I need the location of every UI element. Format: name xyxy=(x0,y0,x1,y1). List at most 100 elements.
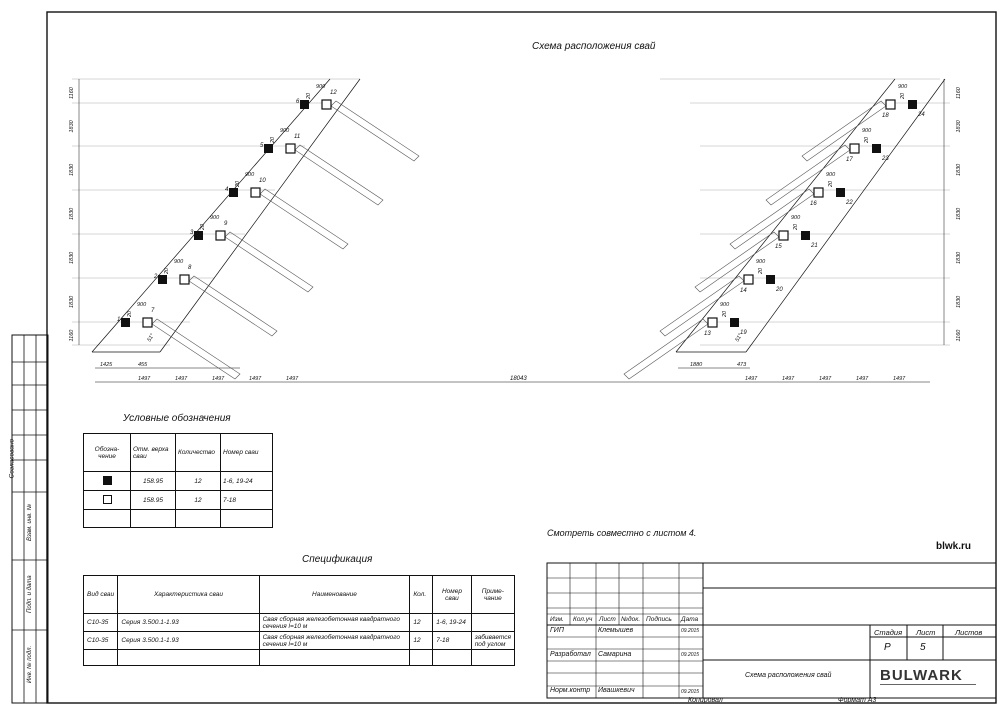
pile-filled-icon xyxy=(121,318,130,327)
vertical-dim-label: 1830 xyxy=(69,251,75,264)
center-dim-label: 18043 xyxy=(510,376,527,382)
offset-label: 20 xyxy=(793,223,799,231)
tb-date: 09.2015 xyxy=(681,628,700,634)
pile-filled-icon xyxy=(194,231,203,240)
pile-number: 5 xyxy=(260,143,264,149)
company-logo: BULWARK xyxy=(880,667,963,684)
pile-open-icon xyxy=(142,317,153,328)
offset-label: 20 xyxy=(864,136,870,144)
pile-number: 13 xyxy=(704,331,711,337)
pile-open-icon xyxy=(778,230,789,241)
pile-number: 23 xyxy=(881,156,889,162)
offset-label: 20 xyxy=(758,267,764,275)
vertical-dim-label: 1160 xyxy=(69,329,75,342)
pile-open-icon xyxy=(321,99,332,110)
spec-table: Вид сваи Характеристика сваи Наименовани… xyxy=(82,575,516,666)
inclined-pile xyxy=(729,188,815,250)
spacing-label: 900 xyxy=(756,259,766,265)
vertical-dim-label: 1830 xyxy=(956,207,962,220)
pile-filled-icon xyxy=(801,231,810,240)
extra-dim-label: 473 xyxy=(737,362,747,368)
vertical-dim-label: 1830 xyxy=(69,295,75,308)
spec-title: Спецификация xyxy=(302,554,373,565)
pile-filled-icon xyxy=(158,275,167,284)
spec-cell-qty: 12 xyxy=(409,613,434,632)
pile-filled-icon xyxy=(836,188,845,197)
vertical-dim-label: 1830 xyxy=(956,295,962,308)
grid-lines xyxy=(72,78,950,346)
bottom-dim-label: 1497 xyxy=(745,376,758,382)
tb-sheet-title: Схема расположения свай xyxy=(745,672,832,679)
pile-open-icon xyxy=(813,187,824,198)
spacing-label: 900 xyxy=(791,215,801,221)
spacing-label: 900 xyxy=(280,128,290,134)
pile-number: 7 xyxy=(151,308,155,314)
pile-number: 9 xyxy=(224,221,228,227)
tb-sheets-header: Листов xyxy=(955,628,983,637)
pile-number: 15 xyxy=(775,244,782,250)
tb-role: Разработал xyxy=(550,651,591,658)
extra-dim-label: 1425 xyxy=(100,362,113,368)
spacing-label: 900 xyxy=(898,84,908,90)
vertical-dim-label: 1160 xyxy=(956,329,962,342)
bottom-dim-label: 1497 xyxy=(138,376,151,382)
spec-header-char: Характеристика сваи xyxy=(117,575,260,614)
vertical-dim-label: 1830 xyxy=(69,119,75,132)
vertical-dim-label: 1160 xyxy=(956,86,962,99)
copied-label: Копировал xyxy=(688,697,723,704)
spacing-label: 900 xyxy=(245,172,255,178)
spacing-label: 900 xyxy=(862,128,872,134)
pile-filled-icon xyxy=(300,100,309,109)
offset-label: 20 xyxy=(235,180,241,188)
offset-label: 20 xyxy=(828,180,834,188)
spec-cell-qty: 12 xyxy=(409,631,434,650)
offset-label: 20 xyxy=(270,136,276,144)
offset-label: 20 xyxy=(722,310,728,318)
inclined-pile xyxy=(224,231,314,293)
pile-number: 12 xyxy=(330,90,337,96)
tb-col-list: Лист xyxy=(599,616,616,623)
angle-label: 51° xyxy=(735,332,745,343)
pile-number: 6 xyxy=(296,99,300,105)
right-wall-lines xyxy=(675,78,946,353)
spacing-label: 900 xyxy=(720,302,730,308)
inclined-pile xyxy=(259,188,349,250)
tb-sheet: 5 xyxy=(920,642,926,653)
angle-label: 51° xyxy=(147,332,157,343)
format-label: Формат А3 xyxy=(838,697,877,704)
dimension-labels: 1160 1830 1830 1830 1830 1830 1160 1160 1830 1830… xyxy=(69,86,962,382)
pile-filled-icon xyxy=(908,100,917,109)
tb-stage-header: Стадия xyxy=(874,628,903,637)
spacing-label: 900 xyxy=(174,259,184,265)
vertical-dim-label: 1830 xyxy=(69,207,75,220)
pile-filled-icon xyxy=(766,275,775,284)
pile-filled-icon xyxy=(872,144,881,153)
inclined-piles xyxy=(151,100,887,380)
vertical-dim-label: 1830 xyxy=(956,119,962,132)
bottom-dim-label: 1497 xyxy=(212,376,225,382)
pile-number: 8 xyxy=(188,265,192,271)
inclined-pile xyxy=(330,100,420,162)
pile-number: 20 xyxy=(775,287,783,293)
pile-filled-icon xyxy=(229,188,238,197)
spacing-label: 900 xyxy=(210,215,220,221)
left-wall-lines xyxy=(91,78,361,353)
tb-col-sign: Подпись xyxy=(646,616,672,623)
spec-header-type: Вид сваи xyxy=(82,575,119,614)
tb-date: 09.2015 xyxy=(681,689,700,695)
inclined-pile xyxy=(765,144,851,206)
inclined-pile xyxy=(694,231,780,293)
tb-stage: Р xyxy=(884,642,891,653)
logo-underline xyxy=(880,684,976,693)
pile-filled-icon xyxy=(264,144,273,153)
pile-number: 14 xyxy=(740,288,747,294)
pile-open-icon xyxy=(285,143,296,154)
pile-number: 19 xyxy=(740,330,747,336)
pile-open-icon xyxy=(743,274,754,285)
tb-col-koluch: Кол.уч xyxy=(573,616,593,623)
tb-name: Ивашкевич xyxy=(598,687,635,694)
tb-col-date: Дата xyxy=(681,616,699,623)
pile-number: 10 xyxy=(259,178,266,184)
